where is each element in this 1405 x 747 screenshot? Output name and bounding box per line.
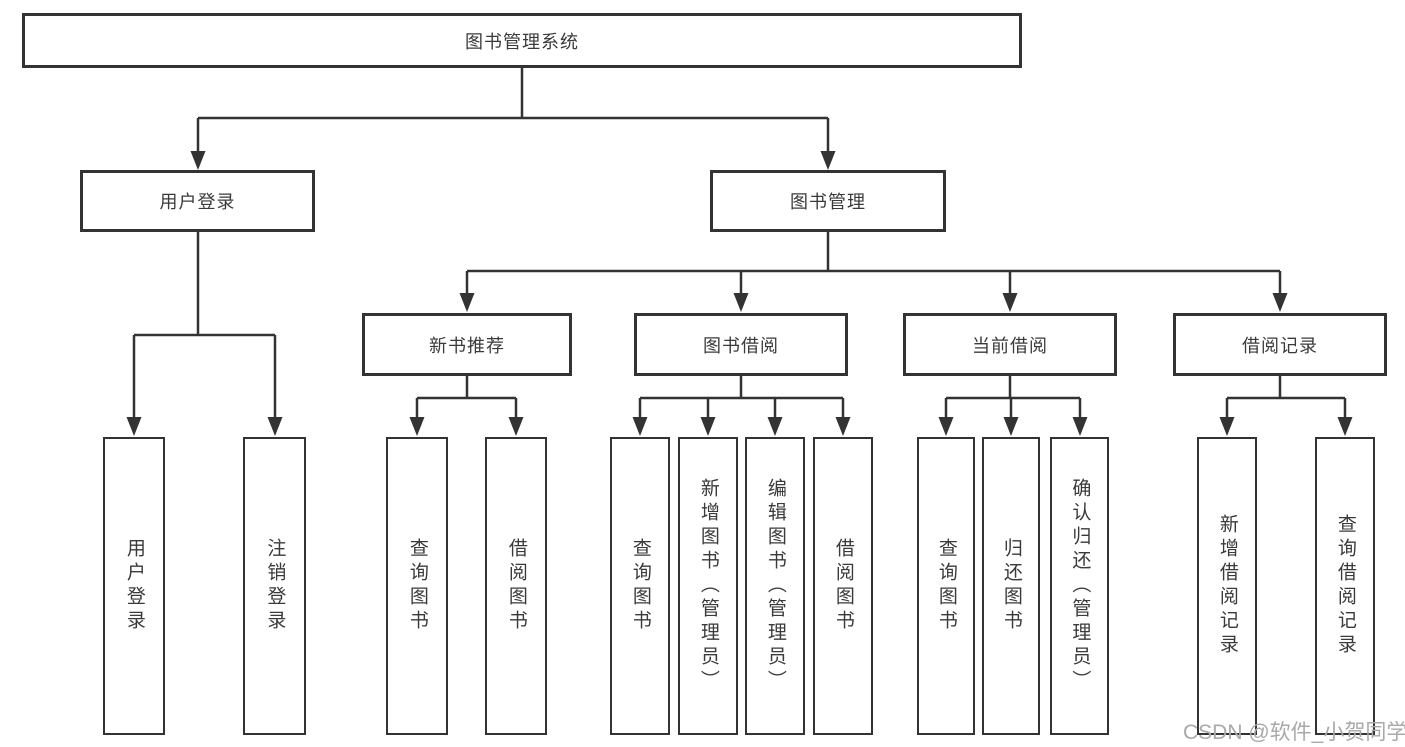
arrow-down-icon [700,417,716,436]
node-label: 借阅记录 [1242,335,1318,356]
arrow-down-icon [190,151,206,170]
node-label: 图书借阅 [703,335,779,356]
arrow-down-icon [1072,417,1088,436]
node-query-books-current: 查询图书 [917,437,975,735]
arrow-down-icon [1337,417,1353,436]
arrow-down-icon [767,417,783,436]
node-label: 借阅图书 [505,538,527,634]
arrowheads [126,151,1353,436]
connector-current-borrowing-fan [944,376,1082,420]
node-current-borrowing: 当前借阅 [903,313,1117,376]
node-confirm-return-admin: 确认归还（管理员） [1050,437,1109,735]
arrow-down-icon [1272,293,1288,312]
arrow-down-icon [1002,293,1018,312]
node-borrow-books-recommend: 借阅图书 [485,437,547,735]
node-label: 当前借阅 [972,335,1048,356]
connector-root-fan [196,68,830,154]
arrow-down-icon [938,417,954,436]
connector-book-borrowing-fan [638,376,845,420]
connector-new-book-fan [415,376,518,420]
node-label: 编辑图书（管理员） [764,478,786,694]
node-label: 查询图书 [629,538,651,634]
node-edit-books-admin: 编辑图书（管理员） [745,437,805,735]
connector-borrow-records-fan [1225,376,1347,420]
arrow-down-icon [733,293,749,312]
arrow-down-icon [459,293,475,312]
node-logout-leaf: 注销登录 [243,437,306,735]
node-query-books-recommend: 查询图书 [386,437,448,735]
node-new-book-recommend: 新书推荐 [362,313,572,376]
arrow-down-icon [820,151,836,170]
node-borrow-books-borrowing: 借阅图书 [813,437,873,735]
node-add-borrow-record: 新增借阅记录 [1197,437,1257,735]
connector-user-login-fan [132,232,277,420]
node-label: 查询借阅记录 [1334,514,1356,658]
connector-book-management-fan [465,232,1282,296]
node-library-system: 图书管理系统 [22,13,1022,68]
node-label: 新书推荐 [429,335,505,356]
arrow-down-icon [126,417,142,436]
arrow-down-icon [1003,417,1019,436]
node-label: 查询图书 [406,538,428,634]
node-label: 新增图书（管理员） [697,478,719,694]
node-user-login-leaf: 用户登录 [103,437,165,735]
node-add-books-admin: 新增图书（管理员） [678,437,738,735]
node-label: 图书管理 [790,192,866,212]
node-label: 注销登录 [264,538,286,634]
csdn-watermark: CSDN @软件_小贺同学 [1183,721,1405,744]
arrow-down-icon [409,417,425,436]
arrow-down-icon [632,417,648,436]
arrow-down-icon [267,417,283,436]
node-book-borrowing: 图书借阅 [634,313,848,376]
node-label: 归还图书 [1000,538,1022,634]
node-label: 确认归还（管理员） [1069,478,1091,694]
node-label: 用户登录 [123,538,145,634]
node-user-login: 用户登录 [80,170,315,232]
node-label: 新增借阅记录 [1216,514,1238,658]
arrow-down-icon [508,417,524,436]
node-book-management: 图书管理 [710,170,946,232]
node-borrow-records: 借阅记录 [1173,313,1387,376]
arrow-down-icon [835,417,851,436]
node-query-books-borrowing: 查询图书 [610,437,670,735]
node-label: 查询图书 [935,538,957,634]
node-label: 借阅图书 [832,538,854,634]
arrow-down-icon [1219,417,1235,436]
node-query-borrow-record: 查询借阅记录 [1315,437,1375,735]
node-return-books: 归还图书 [982,437,1040,735]
node-label: 用户登录 [159,192,236,212]
node-label: 图书管理系统 [465,31,579,52]
